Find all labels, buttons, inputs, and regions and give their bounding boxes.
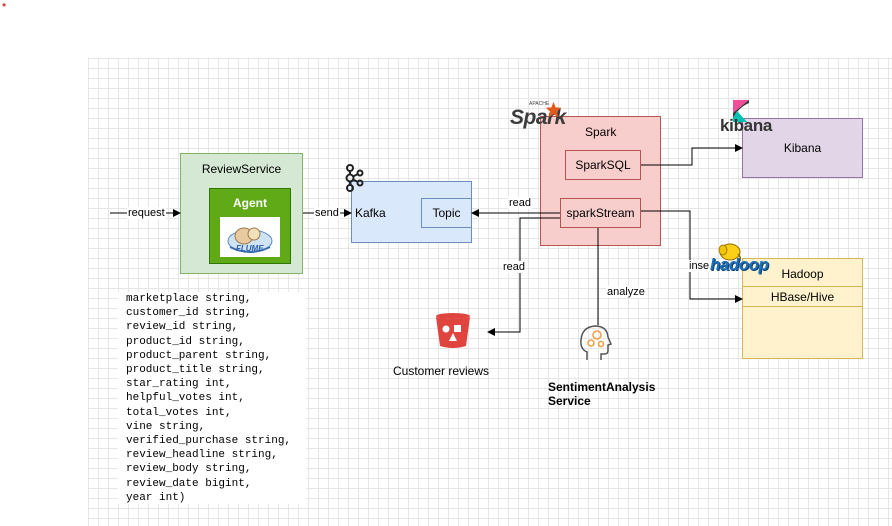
schema-line: review_id string, <box>126 321 239 334</box>
sentiment-service-label: SentimentAnalysis Service <box>548 380 656 408</box>
hadoop-label: Hadoop <box>781 267 824 281</box>
hadoop-elephant-icon <box>718 243 742 263</box>
kafka-label: Kafka <box>355 206 386 220</box>
hbase-hive-row[interactable]: HBase/Hive <box>743 286 862 307</box>
edge-stream-hadoop <box>641 210 743 303</box>
edge-request-label: request <box>127 207 166 219</box>
kibana-node[interactable]: Kibana <box>742 118 863 178</box>
schema-line: review_headline string, <box>126 449 278 462</box>
flume-logo-text: FLUME <box>236 244 264 253</box>
corner-mark: • <box>2 0 7 12</box>
spark-star-icon <box>545 101 562 118</box>
spark-stream-node[interactable]: sparkStream <box>560 198 641 228</box>
review-service-label: ReviewService <box>201 162 282 176</box>
hadoop-logo-text: hadoop <box>710 255 769 274</box>
edge-sql-kibana <box>641 144 743 166</box>
edge-insert-label: inse <box>688 260 711 272</box>
schema-line: verified_purchase string, <box>126 435 292 448</box>
schema-line: customer_id string, <box>126 307 252 320</box>
hadoop-node[interactable]: Hadoop HBase/Hive <box>742 258 863 359</box>
edge-send-label: send <box>314 207 340 219</box>
schema-line: star_rating int, <box>126 378 232 391</box>
schema-line: product_parent string, <box>126 349 272 362</box>
kibana-logo-text: kibana <box>720 116 773 135</box>
spark-label: Spark <box>585 125 617 139</box>
bucket-icon <box>436 313 470 348</box>
hbase-hive-label: HBase/Hive <box>770 289 835 304</box>
schema-line: review_body string, <box>126 463 252 476</box>
kibana-icon <box>733 100 749 122</box>
schema-line: product_id string, <box>126 335 245 348</box>
edge-read-reviews <box>487 217 560 336</box>
kafka-node[interactable]: Kafka <box>351 181 472 243</box>
schema-line: marketplace string, <box>126 293 252 305</box>
flume-logo: FLUME <box>220 217 280 257</box>
schema-line: review_date bigint, <box>126 477 252 490</box>
spark-sql-node[interactable]: SparkSQL <box>565 150 641 180</box>
spark-sql-label: SparkSQL <box>575 158 631 172</box>
agent-node[interactable]: Agent FLUME <box>209 188 291 264</box>
flume-icon <box>227 227 273 253</box>
schema-line: vine string, <box>126 420 206 433</box>
kibana-label: Kibana <box>783 141 822 155</box>
spark-logo-small-text: APACHE <box>529 101 550 107</box>
topic-label: Topic <box>432 206 461 220</box>
customer-reviews-label: Customer reviews <box>393 364 490 378</box>
edge-analyze-label: analyze <box>606 286 646 298</box>
agent-label: Agent <box>233 196 267 210</box>
edge-read-topic-label: read <box>508 197 533 209</box>
spark-stream-label: sparkStream <box>566 206 635 220</box>
kafka-icon <box>345 164 364 192</box>
schema-line: year int) <box>126 491 186 504</box>
schema-line: product_title string, <box>126 364 265 377</box>
schema-line: helpful_votes int, <box>126 392 245 405</box>
edge-read-reviews-label: read <box>502 261 527 273</box>
schema-line: total_votes int, <box>126 406 232 419</box>
schema-text: marketplace string,customer_id string,re… <box>118 292 306 504</box>
sentiment-head-icon <box>580 325 613 360</box>
